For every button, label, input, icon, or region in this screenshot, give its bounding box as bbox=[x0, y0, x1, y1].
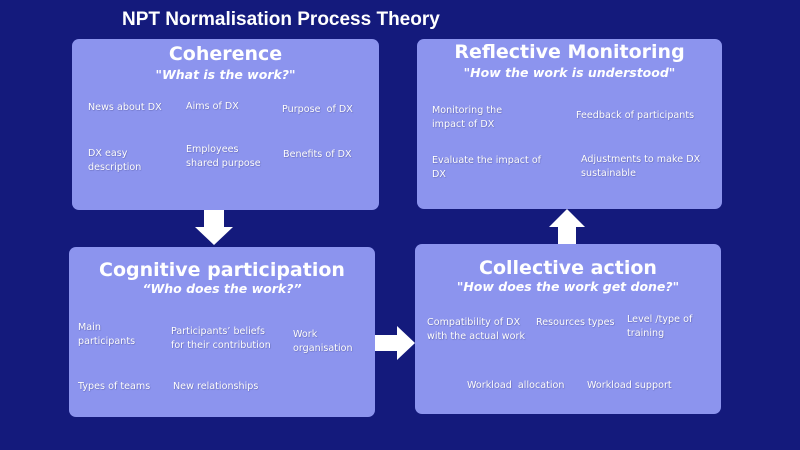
collective-action-subtitle: "How does the work get done?" bbox=[456, 279, 680, 294]
collective-action-item: Workload allocation bbox=[467, 380, 565, 391]
collective-action-item: Compatibility of DX with the actual work bbox=[427, 317, 526, 342]
reflective-monitoring-box: Reflective Monitoring "How the work is u… bbox=[417, 39, 722, 209]
collective-action-title: Collective action bbox=[479, 257, 657, 279]
reflective-monitoring-item: Monitoring the impact of DX bbox=[432, 105, 503, 130]
collective-action-item: Level /type of training bbox=[627, 314, 693, 339]
cognitive-participation-item: New relationships bbox=[173, 381, 259, 392]
cognitive-participation-box: Cognitive participation “Who does the wo… bbox=[69, 247, 375, 417]
arrow-up-icon bbox=[549, 209, 585, 244]
cognitive-participation-item: Work organisation bbox=[293, 329, 353, 354]
coherence-item: DX easy description bbox=[88, 148, 142, 173]
reflective-monitoring-item: Evaluate the impact of DX bbox=[432, 155, 542, 180]
coherence-item: News about DX bbox=[88, 102, 162, 113]
reflective-monitoring-item: Adjustments to make DX sustainable bbox=[581, 154, 701, 179]
cognitive-participation-title: Cognitive participation bbox=[99, 259, 345, 281]
cognitive-participation-item: Main participants bbox=[78, 322, 136, 347]
reflective-monitoring-item: Feedback of participants bbox=[576, 110, 695, 121]
reflective-monitoring-title: Reflective Monitoring bbox=[454, 41, 685, 63]
reflective-monitoring-subtitle: "How the work is understood" bbox=[463, 65, 676, 80]
collective-action-box: Collective action "How does the work get… bbox=[415, 244, 721, 414]
coherence-box: Coherence "What is the work?" News about… bbox=[72, 39, 379, 210]
collective-action-item: Workload support bbox=[587, 380, 672, 391]
cognitive-participation-item: Types of teams bbox=[78, 381, 151, 392]
coherence-subtitle: "What is the work?" bbox=[155, 67, 296, 82]
coherence-item: Aims of DX bbox=[186, 101, 239, 112]
coherence-item: Purpose of DX bbox=[282, 104, 353, 115]
cognitive-participation-item: Participants’ beliefs for their contribu… bbox=[171, 326, 271, 351]
coherence-item: Employees shared purpose bbox=[186, 144, 261, 169]
cognitive-participation-subtitle: “Who does the work?” bbox=[142, 281, 302, 296]
arrow-right-icon bbox=[375, 326, 415, 360]
coherence-item: Benefits of DX bbox=[283, 149, 352, 160]
diagram-title: NPT Normalisation Process Theory bbox=[122, 9, 440, 30]
arrow-down-icon bbox=[195, 210, 233, 245]
coherence-title: Coherence bbox=[168, 43, 283, 65]
collective-action-item: Resources types bbox=[536, 317, 615, 328]
